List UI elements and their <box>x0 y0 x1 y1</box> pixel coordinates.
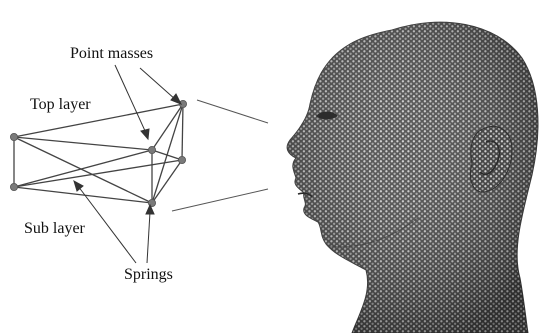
point-mass <box>148 146 155 153</box>
spring-edge <box>152 104 183 150</box>
label-top-layer: Top layer <box>30 96 91 113</box>
label-springs: Springs <box>124 266 173 283</box>
point-mass <box>10 133 17 140</box>
connector-line <box>197 100 268 123</box>
head-mesh-model <box>287 22 538 333</box>
spring-edge <box>14 137 152 150</box>
connector-lines <box>172 100 268 211</box>
spring-edge <box>152 160 182 203</box>
label-point-masses: Point masses <box>70 45 153 62</box>
arrow-head <box>141 129 149 139</box>
arrow-head <box>74 181 83 191</box>
arrow <box>140 68 176 100</box>
connector-line <box>172 189 268 211</box>
label-sub-layer: Sub layer <box>24 220 86 237</box>
spring-edge <box>14 187 152 203</box>
arrow <box>147 212 150 263</box>
arrow-head <box>171 94 181 104</box>
spring-edge <box>152 104 183 203</box>
point-mass <box>178 156 185 163</box>
pointer-arrows <box>74 65 181 263</box>
spring-edge <box>182 104 183 160</box>
point-mass <box>10 183 17 190</box>
arrow <box>115 65 146 133</box>
spring-mass-wireframe <box>14 104 183 203</box>
